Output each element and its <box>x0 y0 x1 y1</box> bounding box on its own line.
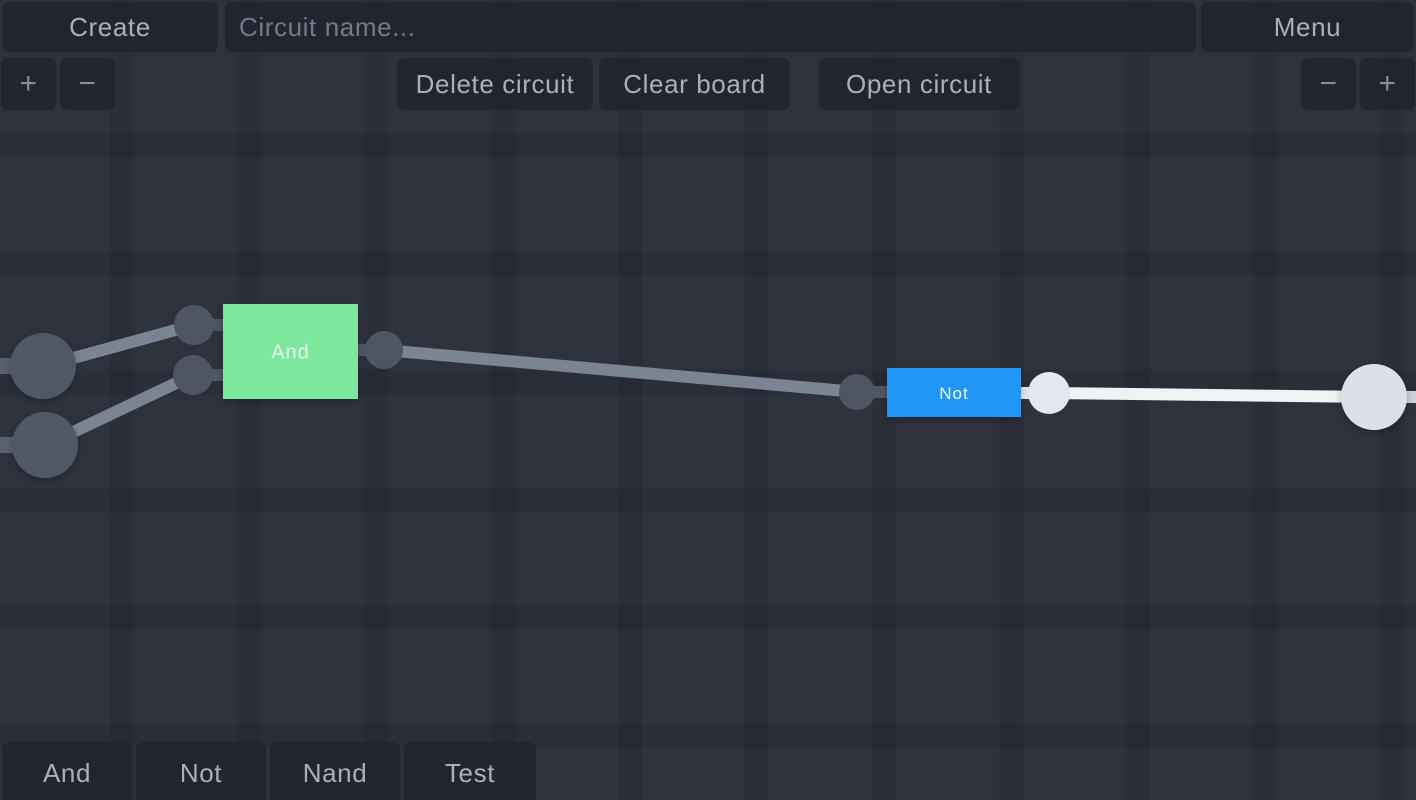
input-node-2[interactable] <box>12 412 78 478</box>
delete-circuit-button[interactable]: Delete circuit <box>397 58 593 110</box>
menu-button-label: Menu <box>1273 11 1342 42</box>
open-circuit-label: Open circuit <box>846 68 992 99</box>
menu-button[interactable]: Menu <box>1201 2 1414 52</box>
gate-and-label: And <box>271 342 310 364</box>
delete-circuit-label: Delete circuit <box>415 68 575 99</box>
component-not-button[interactable]: Not <box>136 742 266 800</box>
component-nand-label: Nand <box>302 757 368 788</box>
create-button-label: Create <box>69 11 151 42</box>
zoom-in-button-left[interactable]: + <box>1 58 56 110</box>
minus-icon: − <box>1319 67 1338 100</box>
circuit-name-input[interactable] <box>225 2 1196 52</box>
open-circuit-button[interactable]: Open circuit <box>819 58 1019 110</box>
clear-board-button[interactable]: Clear board <box>599 58 790 110</box>
component-and-label: And <box>42 757 92 788</box>
wire-and-to-not[interactable] <box>383 344 858 398</box>
plus-icon: + <box>1378 67 1397 100</box>
and-input-pin-2[interactable] <box>173 355 213 395</box>
output-node[interactable] <box>1341 364 1407 430</box>
zoom-in-button-right[interactable]: + <box>1360 58 1415 110</box>
component-not-label: Not <box>179 757 223 788</box>
not-input-pin[interactable] <box>839 374 875 410</box>
gate-and[interactable]: And <box>223 304 358 399</box>
and-input-pin-1[interactable] <box>174 305 214 345</box>
create-button[interactable]: Create <box>2 2 218 52</box>
minus-icon: − <box>78 67 97 100</box>
gate-not[interactable]: Not <box>887 368 1021 417</box>
component-test-label: Test <box>444 757 496 788</box>
gate-not-label: Not <box>939 384 968 403</box>
component-test-button[interactable]: Test <box>404 742 536 800</box>
clear-board-label: Clear board <box>623 68 766 99</box>
component-and-button[interactable]: And <box>2 742 132 800</box>
and-output-pin[interactable] <box>365 331 403 369</box>
input-node-1[interactable] <box>10 333 76 399</box>
wire-not-to-output[interactable] <box>1048 387 1375 403</box>
zoom-out-button-left[interactable]: − <box>60 58 115 110</box>
zoom-out-button-right[interactable]: − <box>1301 58 1356 110</box>
not-output-pin[interactable] <box>1028 372 1070 414</box>
component-nand-button[interactable]: Nand <box>270 742 400 800</box>
plus-icon: + <box>19 67 38 100</box>
